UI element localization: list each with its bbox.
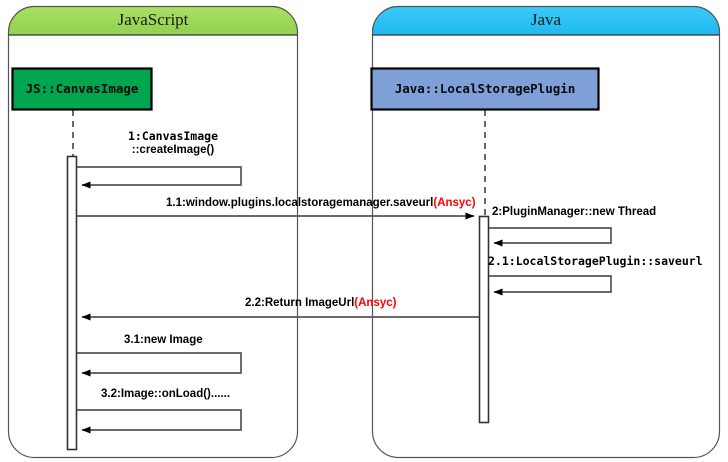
frame-java-header bbox=[372, 6, 720, 35]
message-arrow-3-2 bbox=[77, 409, 242, 434]
message-label-1: 1:CanvasImage ::createImage() bbox=[98, 129, 248, 157]
activation-bar-java-localstorageplugin bbox=[478, 215, 490, 424]
message-label-2-1: 2.1:LocalStoragePlugin::saveurl bbox=[488, 254, 703, 268]
message-arrow-1 bbox=[77, 166, 242, 189]
message-label-2-2: 2.2:Return ImageUrl(Ansyc) bbox=[245, 297, 396, 309]
frame-title-java: Java bbox=[530, 10, 562, 29]
message-label-1-1: 1.1:window.plugins.localstoragemanager.s… bbox=[166, 197, 476, 209]
message-label-1-1-async: (Ansyc) bbox=[433, 197, 476, 209]
message-label-2-2-text: 2.2:Return ImageUrl bbox=[245, 297, 355, 309]
message-label-1-1-text: 1.1:window.plugins.localstoragemanager.s… bbox=[166, 197, 434, 209]
message-label-2-2-async: (Ansyc) bbox=[354, 297, 397, 309]
frame-javascript bbox=[7, 5, 299, 459]
activation-bar-js-canvasimage bbox=[66, 155, 78, 451]
message-arrow-2 bbox=[489, 227, 612, 247]
message-label-2: 2:PluginManager::new Thread bbox=[492, 206, 657, 218]
message-arrow-2-1 bbox=[489, 275, 612, 296]
message-label-1-line1: 1:CanvasImage bbox=[127, 129, 218, 143]
message-label-3-2: 3.2:Image::onLoad()...... bbox=[101, 388, 231, 400]
object-box-js-canvasimage[interactable] bbox=[11, 67, 153, 111]
object-label-java-localstorageplugin: Java::LocalStoragePlugin bbox=[394, 81, 576, 96]
object-box-java-localstorageplugin[interactable] bbox=[370, 67, 600, 111]
frame-title-javascript: JavaScript bbox=[117, 10, 189, 29]
message-label-3-1: 3.1:new Image bbox=[124, 334, 203, 346]
frame-java bbox=[371, 5, 721, 459]
frame-javascript-header bbox=[8, 6, 298, 35]
object-label-js-canvasimage: JS::CanvasImage bbox=[25, 81, 139, 96]
message-label-1-line2: ::createImage() bbox=[131, 144, 215, 157]
message-arrow-3-1 bbox=[77, 352, 242, 377]
